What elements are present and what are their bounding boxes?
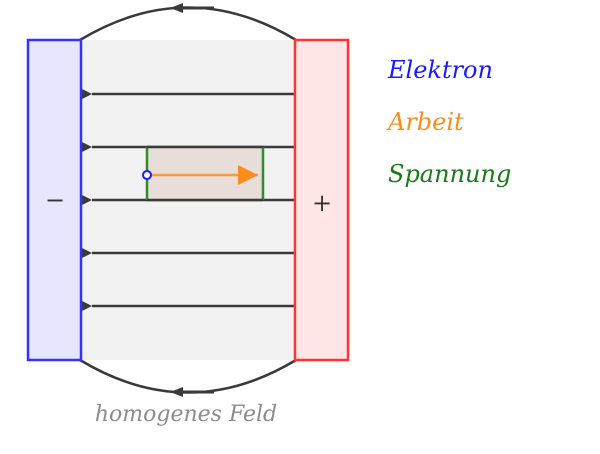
bottom-curved-field-line [79, 358, 297, 394]
work-region [147, 147, 263, 200]
legend-voltage: Spannung [388, 160, 511, 188]
electron-icon [142, 170, 152, 180]
negative-sign: − [45, 186, 65, 214]
top-curved-field-line [79, 6, 297, 42]
positive-plate [293, 38, 350, 362]
positive-sign: + [312, 189, 332, 217]
field-caption: homogenes Feld [95, 402, 277, 427]
top-curve-arrow-icon [170, 3, 183, 13]
legend-electron: Elektron [387, 56, 493, 84]
bottom-curve-arrow-icon [170, 387, 183, 397]
negative-plate [26, 38, 83, 362]
legend-work: Arbeit [386, 108, 464, 136]
